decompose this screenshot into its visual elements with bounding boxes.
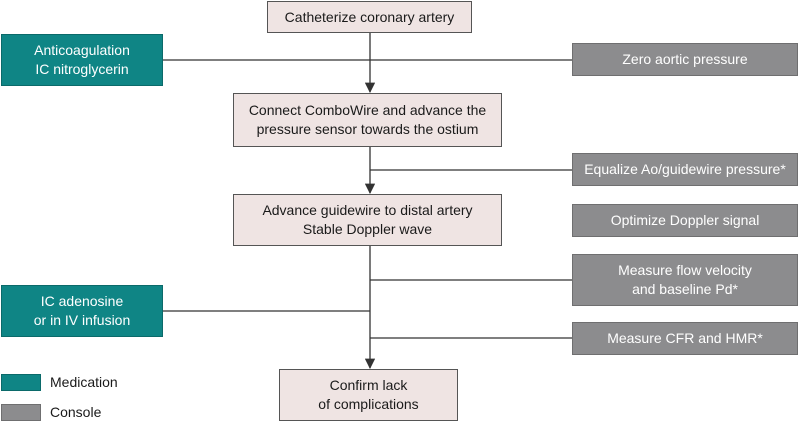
console-measure-cfr: Measure CFR and HMR*: [572, 322, 798, 355]
console-equalize-text: Equalize Ao/guidewire pressure*: [584, 161, 786, 177]
step-confirm-line-1: Confirm lack: [329, 377, 408, 393]
step-confirm-line-2: of complications: [318, 396, 419, 412]
console-equalize: Equalize Ao/guidewire pressure*: [572, 153, 798, 186]
step-connect-combowire: Connect ComboWire and advance the pressu…: [233, 93, 502, 147]
step-advance-line-2: Stable Doppler wave: [302, 221, 433, 237]
step-connect-line-1: Connect ComboWire and advance the: [248, 102, 487, 118]
console-measure-cfr-text: Measure CFR and HMR*: [607, 330, 763, 346]
console-zero-aortic: Zero aortic pressure: [572, 43, 798, 76]
step-confirm: Confirm lack of complications: [279, 369, 458, 421]
step-advance-line-1: Advance guidewire to distal artery: [262, 202, 473, 218]
console-optimize-doppler-text: Optimize Doppler signal: [610, 212, 760, 228]
medication-adenosine-line-1: IC adenosine: [40, 293, 124, 309]
medication-anticoagulation: Anticoagulation IC nitroglycerin: [1, 34, 163, 86]
medication-adenosine: IC adenosine or in IV infusion: [1, 285, 163, 337]
step-catheterize: Catheterize coronary artery: [267, 1, 472, 33]
medication-anticoagulation-line-2: IC nitroglycerin: [35, 61, 129, 77]
legend-medication-label: Medication: [50, 374, 118, 390]
console-measure-flow-line-2: and baseline Pd*: [632, 281, 738, 297]
legend-console-swatch: [1, 404, 41, 421]
legend-medication-swatch: [1, 374, 41, 391]
legend-console-label: Console: [50, 404, 102, 420]
medication-anticoagulation-line-1: Anticoagulation: [34, 42, 130, 58]
step-catheterize-text: Catheterize coronary artery: [284, 8, 455, 25]
step-connect-line-2: pressure sensor towards the ostium: [256, 121, 479, 137]
console-optimize-doppler: Optimize Doppler signal: [572, 204, 798, 237]
console-zero-aortic-text: Zero aortic pressure: [622, 51, 748, 67]
medication-adenosine-line-2: or in IV infusion: [33, 312, 131, 328]
console-measure-flow-line-1: Measure flow velocity: [618, 262, 752, 278]
step-advance-guidewire: Advance guidewire to distal artery Stabl…: [233, 194, 502, 246]
console-measure-flow: Measure flow velocity and baseline Pd*: [572, 254, 798, 306]
